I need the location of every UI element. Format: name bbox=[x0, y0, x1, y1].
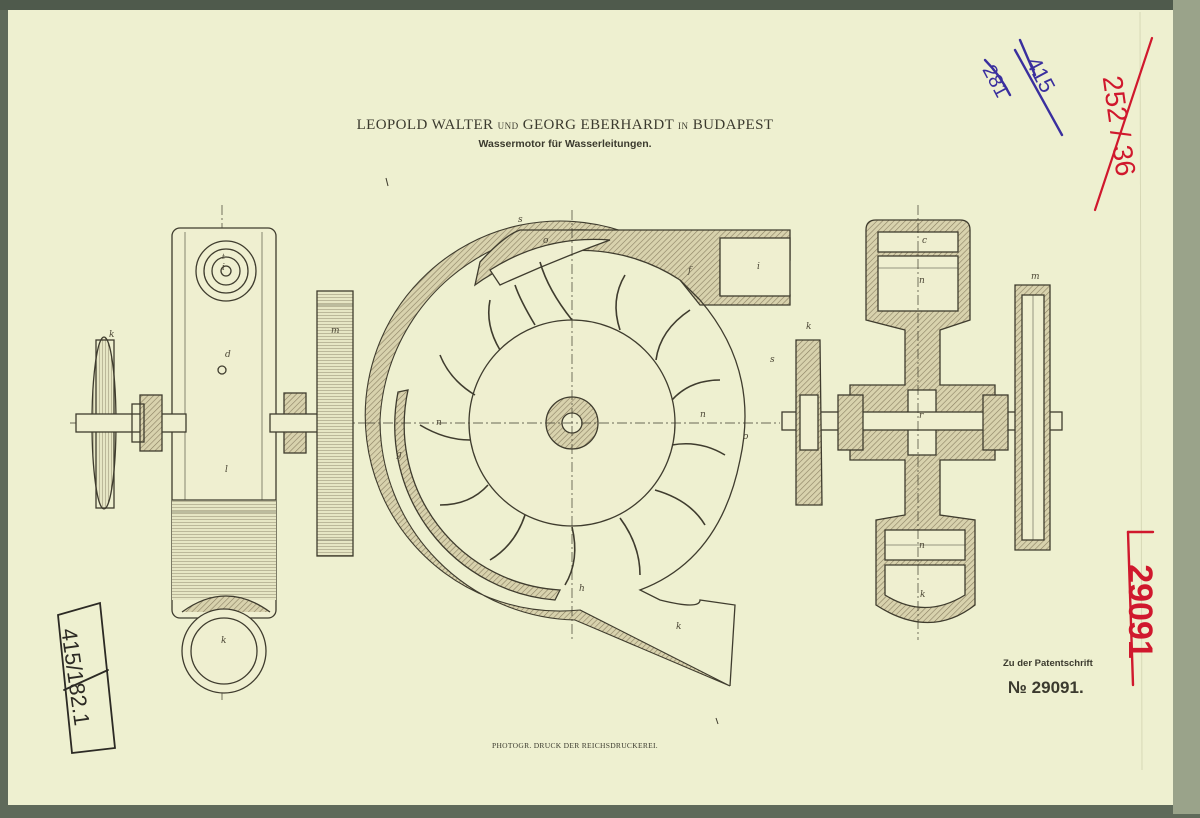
part-letter: i bbox=[222, 263, 225, 273]
part-letter: t bbox=[222, 253, 225, 261]
part-letter: o bbox=[543, 236, 549, 246]
conjunction-2: IN bbox=[678, 121, 689, 131]
paper-top-edge bbox=[0, 0, 1200, 10]
part-letter: k bbox=[920, 590, 926, 600]
inventor-1: LEOPOLD WALTER bbox=[356, 117, 494, 133]
inventor-2: GEORG EBERHARDT bbox=[522, 117, 674, 133]
printer-credit: PHOTOGR. DRUCK DER REICHSDRUCKEREI. bbox=[491, 741, 658, 750]
part-letter: n bbox=[919, 541, 925, 551]
part-letter: s bbox=[770, 355, 775, 365]
fold-line bbox=[1139, 11, 1143, 771]
patent-reference-label: Zu der Patentschrift bbox=[1003, 658, 1093, 669]
part-letter: r bbox=[919, 411, 924, 421]
conjunction-1: UND bbox=[497, 121, 519, 131]
part-letter: n bbox=[436, 418, 442, 428]
part-letter: m bbox=[331, 326, 340, 336]
patent-title: LEOPOLD WALTER UND GEORG EBERHARDT IN BU… bbox=[0, 117, 1130, 134]
part-letter: d bbox=[225, 350, 231, 360]
section-view bbox=[781, 205, 1063, 640]
red-annotation-top-right bbox=[1093, 36, 1154, 212]
part-letter: m bbox=[1031, 272, 1040, 282]
wheel-buckets bbox=[419, 261, 726, 586]
black-box-annotation bbox=[57, 601, 116, 754]
part-letter: o bbox=[743, 432, 749, 442]
part-letter: k bbox=[221, 636, 227, 646]
city: BUDAPEST bbox=[692, 117, 774, 133]
part-letter: i bbox=[757, 262, 760, 272]
part-letter: f bbox=[688, 266, 692, 276]
handwritten-red-number: 29091 bbox=[1120, 564, 1159, 659]
part-letter: n bbox=[700, 410, 706, 420]
wheel-view bbox=[364, 210, 791, 687]
part-letter: l bbox=[225, 465, 228, 475]
patent-subtitle: Wassermotor für Wasserleitungen. bbox=[478, 138, 652, 150]
part-letter: n bbox=[919, 276, 925, 286]
part-letter: k bbox=[109, 330, 115, 340]
part-letter: s bbox=[518, 215, 523, 225]
part-letter: k bbox=[676, 622, 682, 632]
red-annotation-number bbox=[1126, 530, 1155, 687]
part-letter: h bbox=[579, 584, 585, 594]
part-letter: g bbox=[396, 450, 402, 460]
part-letter: c bbox=[922, 236, 928, 246]
part-letter: k bbox=[806, 322, 812, 332]
side-view bbox=[70, 205, 370, 700]
blue-annotation bbox=[983, 38, 1064, 137]
patent-number: № 29091. bbox=[1008, 678, 1084, 697]
paper-right-edge bbox=[1173, 0, 1200, 814]
